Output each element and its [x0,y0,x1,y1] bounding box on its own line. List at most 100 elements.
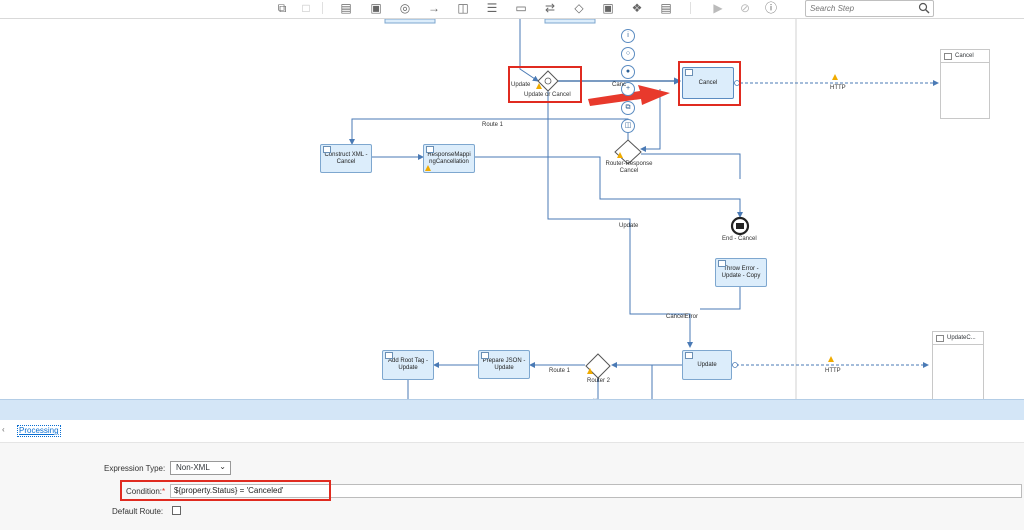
flow-update-down [651,364,682,399]
request-reply-icon [685,69,693,76]
gateway-marker-icon [544,77,552,85]
chevron-down-icon: ⌄ [219,462,226,471]
list-icon[interactable]: ☰ [486,1,498,15]
route-label-route-1: Route 1 [482,122,504,128]
condition-label: Condition:* [126,487,165,496]
script-icon [481,352,489,359]
forward-icon[interactable]: ▶ [713,1,723,15]
adapter-label-http: HTTP [830,85,846,91]
mapping-icon [426,146,434,153]
condition-input[interactable]: ${property.Status} = 'Canceled' [170,484,1022,498]
search-step-box[interactable] [805,0,934,17]
settings-icon[interactable]: ○ [621,47,635,61]
add-icon[interactable]: + [621,82,635,96]
step-update-request-reply[interactable]: Update [682,350,732,380]
flow-cancel-to-router [640,89,661,152]
offscreen-step-stub [544,19,596,24]
lock-icon[interactable]: ▣ [602,1,614,15]
step-label: Throw Error - Update - Copy [721,265,761,279]
participant-label: UpdateC... [947,335,976,341]
script-icon [718,260,726,267]
paste-icon[interactable]: □ [302,1,310,15]
route-label-route-1: Route 1 [549,368,571,374]
flow-router-branch [641,153,741,179]
tab-processing[interactable]: Processing [17,425,61,437]
highlight-condition [120,480,331,501]
cube-icon[interactable]: ❖ [631,1,643,15]
panel-splitter[interactable]: ⋯ [0,396,1024,420]
warning-icon [536,83,542,89]
drag-handle-icon[interactable]: ⋯ [592,396,598,402]
warning-icon [587,368,593,374]
toolbar-separator [690,2,691,14]
gateway-update-or-cancel[interactable] [537,70,559,92]
search-step-input[interactable] [810,1,915,15]
step-prepare-json[interactable]: Prepare JSON - Update [478,350,530,379]
receiver-participant-update[interactable]: UpdateC... [932,331,984,399]
window-icon[interactable]: ▣ [370,1,382,15]
target-icon[interactable]: ◎ [399,1,411,15]
add-step-icon[interactable]: ▤ [340,1,352,15]
help-icon[interactable]: ⓘ [764,1,777,15]
step-label: ResponseMappingCancellation [427,151,471,165]
gateway-icon[interactable]: ◇ [574,1,584,15]
toolbar-separator [322,2,323,14]
warning-icon [828,356,834,362]
route-label-update: Update [619,223,639,229]
participant-icon [944,53,952,60]
gateway-router-response-cancel[interactable] [614,139,642,165]
step-throw-error[interactable]: Throw Error - Update - Copy [715,258,767,287]
gateway-router-2[interactable] [585,353,611,379]
warning-icon [425,165,431,171]
flow-cancel-error [700,287,741,310]
step-label: Cancel [698,79,718,86]
step-label: Update [697,361,717,368]
cancel-icon[interactable]: ⊘ [739,1,751,15]
step-response-mapping[interactable]: ResponseMappingCancellation [423,144,475,173]
request-reply-icon [685,352,693,359]
info-icon[interactable]: i [621,29,635,43]
copy-icon[interactable]: ⧉ [621,101,635,115]
default-route-label: Default Route: [112,507,164,516]
integration-flow-canvas[interactable]: i ○ ● + ⧉ ◫ Construct XML - Cancel Respo… [0,19,1024,399]
document-icon[interactable]: ▭ [515,1,527,15]
envelope-icon [736,223,744,229]
step-cancel-request-reply[interactable]: Cancel [682,67,734,99]
copy-icon[interactable]: ⧉ [277,1,287,15]
step-label: Prepare JSON - Update [482,357,526,371]
adapter-label-http: HTTP [825,368,841,374]
stop-icon[interactable]: ● [621,65,635,79]
expression-type-select[interactable]: Non-XML ⌄ [170,461,231,475]
arrow-right-icon[interactable]: → [428,1,440,15]
connector-dot [732,362,738,368]
gateway-label: Router 2 [587,378,611,384]
content-modifier-icon [323,146,331,153]
flow-to-end-cancel [475,156,743,218]
search-icon[interactable] [918,2,930,14]
warning-icon [617,152,623,158]
condition-value: ${property.Status} = 'Canceled' [174,486,284,495]
gateway-label: Router-Response Cancel [605,161,653,174]
tab-overflow-icon[interactable]: ‹ [2,425,5,434]
content-modifier-icon [385,352,393,359]
expression-type-label: Expression Type: [104,464,166,473]
properties-tabbar: ‹ Processing [0,420,1024,443]
route-label-update: Update [511,82,531,88]
step-construct-xml[interactable]: Construct XML - Cancel [320,144,372,173]
flow-into-gateway [519,19,539,82]
delete-icon[interactable]: ◫ [621,119,635,133]
participant-label: Cancel [955,53,974,59]
route-label-cancel-error: CancelError [666,314,699,320]
default-route-checkbox[interactable] [172,506,181,515]
route-label-cancel: Canc [612,82,627,88]
clipboard-icon[interactable]: ▤ [660,1,672,15]
end-event-label: End - Cancel [722,236,757,242]
step-label: Construct XML - Cancel [324,151,368,165]
receiver-participant-cancel[interactable]: Cancel [940,49,990,119]
required-marker: * [162,487,166,496]
warning-icon [832,74,838,80]
step-add-root-tag[interactable]: Add Root Tag - Update [382,350,434,380]
swap-arrows-icon[interactable]: ⇄ [544,1,556,15]
step-label: Add Root Tag - Update [388,358,428,371]
delete-icon[interactable]: ◫ [457,1,469,15]
